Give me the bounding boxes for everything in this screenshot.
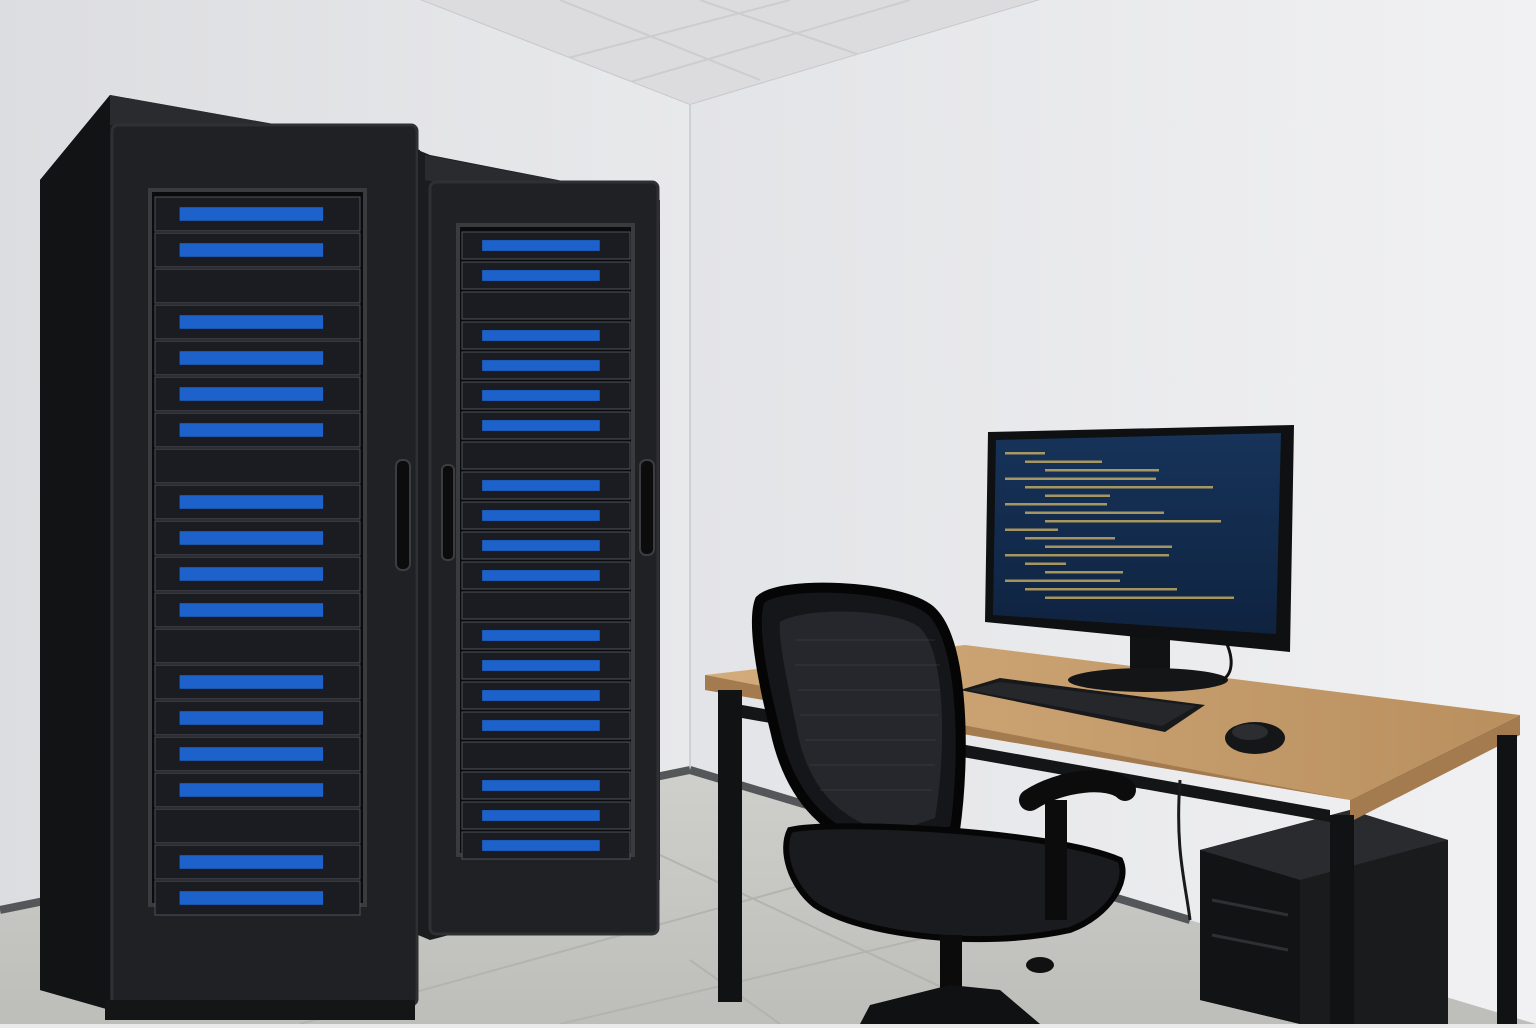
- code-line: [1045, 520, 1221, 523]
- rack-unit: [461, 591, 631, 620]
- code-line: [1045, 596, 1234, 599]
- code-line: [1005, 579, 1120, 582]
- rack-unit-led: [179, 711, 324, 725]
- code-line: [1005, 554, 1169, 557]
- pc-tower: [1200, 810, 1448, 1024]
- rack-unit-led: [179, 891, 324, 905]
- code-line: [1045, 494, 1110, 497]
- rack-unit-led: [482, 330, 600, 341]
- rack-unit-led: [179, 567, 324, 581]
- server-rack-right: [418, 150, 660, 940]
- server-rack-left: [40, 95, 420, 1020]
- rack-unit-led: [179, 603, 324, 617]
- rack-unit-led: [482, 780, 600, 791]
- rack-unit-led: [179, 423, 324, 437]
- rack-right-units: [461, 231, 631, 860]
- code-line: [1025, 562, 1066, 565]
- rack-unit: [154, 268, 361, 304]
- rack-unit-led: [482, 690, 600, 701]
- rack-unit-led: [179, 675, 324, 689]
- rack-unit-led: [482, 360, 600, 371]
- rack-unit-led: [482, 630, 600, 641]
- rack-unit-led: [179, 387, 324, 401]
- rack-unit-led: [179, 531, 324, 545]
- code-line: [1025, 486, 1213, 489]
- rack-unit-led: [482, 720, 600, 731]
- rack-unit-led: [179, 351, 324, 365]
- rack-unit: [461, 291, 631, 320]
- rack-unit: [154, 448, 361, 484]
- rack-unit: [154, 628, 361, 664]
- rack-unit-led: [179, 315, 324, 329]
- code-line: [1005, 477, 1156, 480]
- rack-unit-led: [482, 540, 600, 551]
- code-line: [1025, 460, 1102, 463]
- rack-unit-led: [482, 270, 600, 281]
- rack-unit-led: [482, 840, 600, 851]
- rack-unit-led: [179, 783, 324, 797]
- monitor: [985, 425, 1294, 692]
- rack-unit-led: [179, 495, 324, 509]
- rack-unit-led: [482, 480, 600, 491]
- rack-unit-led: [482, 510, 600, 521]
- rack-unit: [461, 441, 631, 470]
- rack-unit: [461, 741, 631, 770]
- code-line: [1025, 537, 1115, 540]
- code-line: [1045, 545, 1172, 548]
- rack-unit-led: [482, 240, 600, 251]
- code-line: [1025, 511, 1164, 514]
- office-chair: [751, 582, 1136, 1024]
- rack-unit-led: [179, 747, 324, 761]
- code-line: [1045, 469, 1159, 472]
- rack-unit: [154, 808, 361, 844]
- code-line: [1005, 503, 1107, 506]
- rack-unit-led: [482, 390, 600, 401]
- mouse: [1225, 722, 1285, 754]
- keyboard: [960, 678, 1205, 732]
- monitor-status-text: [1212, 621, 1272, 631]
- rack-unit-led: [482, 810, 600, 821]
- code-line: [1005, 528, 1058, 531]
- rack-left-units: [154, 196, 361, 916]
- rack-unit-led: [482, 420, 600, 431]
- rack-unit-led: [482, 660, 600, 671]
- code-line: [1045, 571, 1123, 574]
- rack-unit-led: [179, 855, 324, 869]
- code-line: [1005, 452, 1045, 455]
- code-line: [1025, 588, 1177, 591]
- terminal-code-lines: [1005, 452, 1234, 599]
- rack-unit-led: [482, 570, 600, 581]
- rack-unit-led: [179, 243, 324, 257]
- rack-unit-led: [179, 207, 324, 221]
